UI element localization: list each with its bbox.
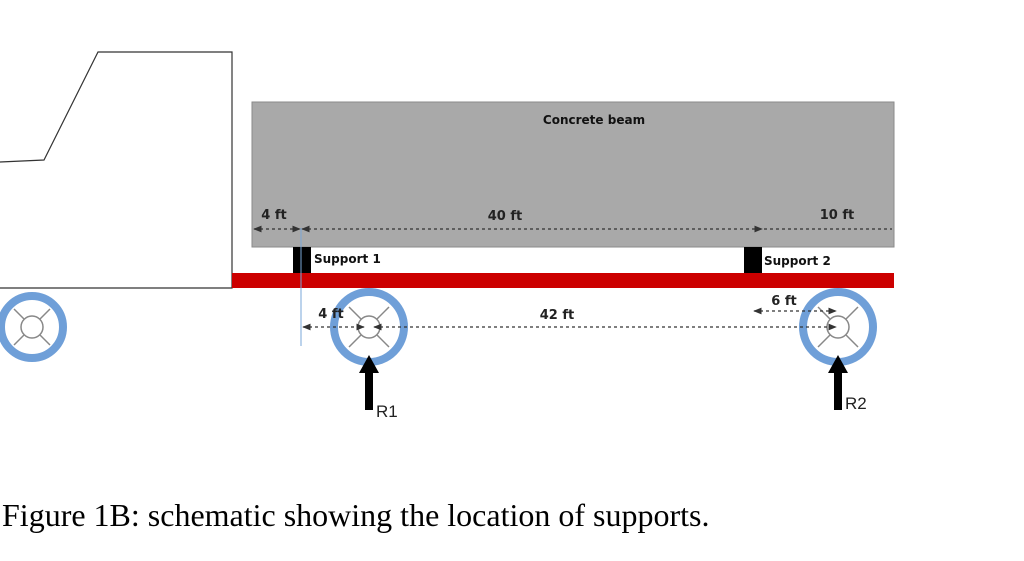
axle-right-dimension-label: 6 ft	[771, 294, 796, 309]
axle-span-dimension-label: 42 ft	[540, 308, 575, 323]
beam-right-dimension-label: 10 ft	[820, 208, 855, 223]
reaction-r1-arrow	[359, 355, 379, 410]
support-1-block	[293, 247, 311, 273]
beam-span-dimension-label: 40 ft	[488, 209, 523, 224]
concrete-beam	[251, 101, 895, 248]
trailer-bed	[232, 273, 894, 288]
support-1-label: Support 1	[314, 252, 381, 266]
support-2-block	[744, 247, 762, 273]
axle-left-dimension-label: 4 ft	[318, 307, 343, 322]
figure-caption: Figure 1B: schematic showing the locatio…	[2, 497, 710, 533]
support-2-label: Support 2	[764, 254, 831, 268]
reaction-r2-label: R2	[845, 394, 867, 413]
beam-label: Concrete beam	[543, 113, 645, 127]
front-wheel	[0, 292, 67, 362]
beam-left-dimension-label: 4 ft	[261, 208, 286, 223]
reaction-r1-label: R1	[376, 402, 398, 421]
reaction-r2-arrow	[828, 355, 848, 410]
truck-cab	[0, 51, 233, 289]
